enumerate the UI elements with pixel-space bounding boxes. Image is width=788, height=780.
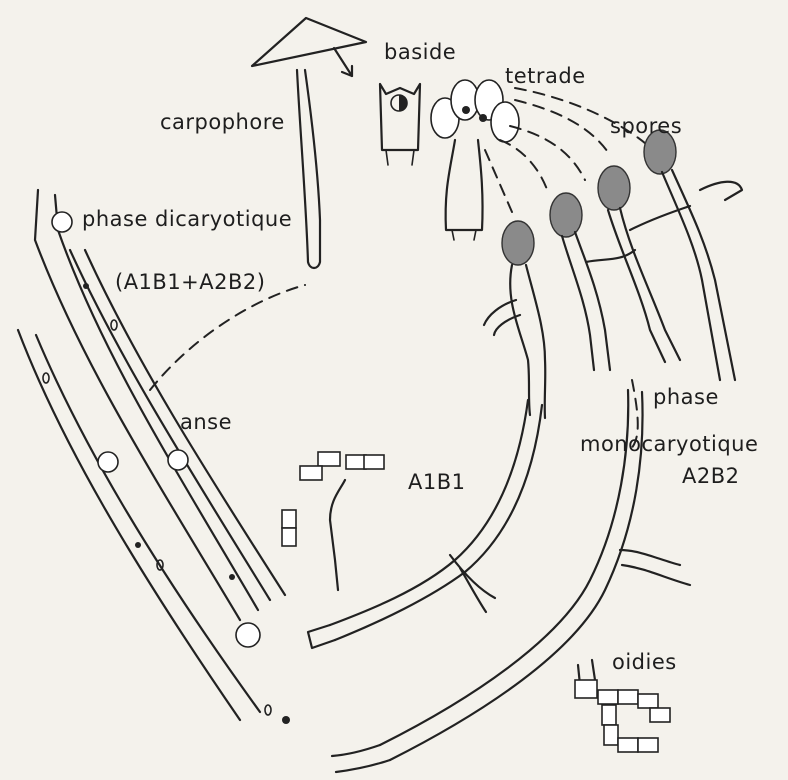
label-spores: spores [610, 114, 682, 138]
label-genotype-dicaryon: (A1B1+A2B2) [115, 270, 265, 294]
label-carpophore: carpophore [160, 110, 285, 134]
label-monocaryotique: monocaryotique [580, 432, 758, 456]
label-a1b1: A1B1 [408, 470, 466, 494]
label-tetrade: tetrade [505, 64, 586, 88]
label-anse: anse [180, 410, 232, 434]
tetrade-drawing [431, 80, 519, 240]
dikaryon-to-carpophore-arrow [150, 285, 305, 390]
label-phase: phase [653, 385, 719, 409]
label-phase-dicaryotique: phase dicaryotique [82, 207, 292, 231]
baside-drawing [380, 84, 420, 165]
label-a2b2: A2B2 [682, 464, 740, 488]
label-oidies: oidies [612, 650, 677, 674]
oidies-drawing [575, 680, 670, 752]
label-baside: baside [384, 40, 456, 64]
germinating-spores [484, 130, 742, 418]
oidies-left-drawing [282, 452, 384, 590]
